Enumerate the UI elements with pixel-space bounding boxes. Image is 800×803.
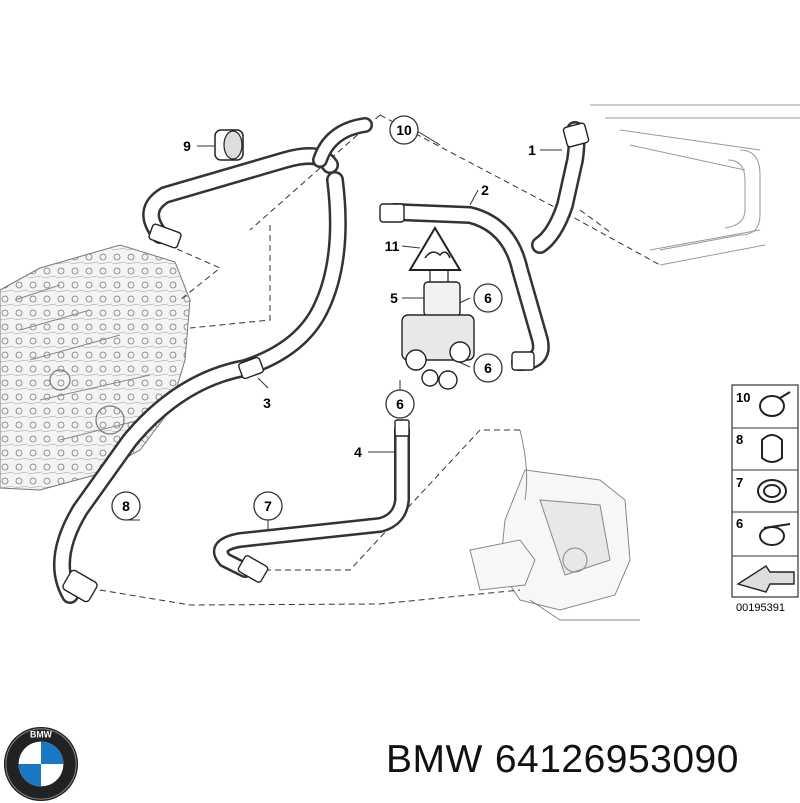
clamp-8-icon <box>761 434 783 463</box>
callout-3: 3 <box>263 395 271 411</box>
callout-6b: 6 <box>473 353 503 383</box>
svg-text:6: 6 <box>736 516 743 531</box>
callout-6a: 6 <box>473 283 503 313</box>
svg-text:3: 3 <box>263 395 271 411</box>
clamp-6-icon <box>759 523 791 546</box>
cap-part-9 <box>214 129 244 161</box>
callout-2: 2 <box>481 182 489 198</box>
part-number: 64126953090 <box>494 738 739 781</box>
svg-text:5: 5 <box>390 290 398 306</box>
callout-10: 10 <box>389 115 419 145</box>
callouts: 10 1 9 2 11 5 6 6 3 6 4 8 7 <box>111 115 536 521</box>
radiator-outline <box>590 104 800 266</box>
brand-name: BMW <box>386 738 483 781</box>
heater-core-outline <box>469 429 640 621</box>
svg-text:7: 7 <box>264 498 272 514</box>
svg-text:11: 11 <box>385 238 400 254</box>
ring-7-icon <box>757 479 787 503</box>
hose-4-7 <box>213 422 410 578</box>
callout-7: 7 <box>253 491 283 521</box>
bmw-logo: BMW <box>3 726 79 802</box>
svg-text:6: 6 <box>396 396 404 412</box>
callout-6c: 6 <box>385 389 415 419</box>
svg-text:6: 6 <box>484 360 492 376</box>
svg-text:6: 6 <box>484 290 492 306</box>
arrow-icon <box>736 565 795 593</box>
svg-text:10: 10 <box>736 390 750 405</box>
svg-text:4: 4 <box>354 444 362 460</box>
callout-9: 9 <box>183 138 191 154</box>
svg-text:2: 2 <box>481 182 489 198</box>
callout-1: 1 <box>528 142 536 158</box>
brand-part-label: BMW 64126953090 <box>386 738 751 782</box>
svg-text:7: 7 <box>736 475 743 490</box>
callout-8: 8 <box>111 491 141 521</box>
svg-text:BMW: BMW <box>30 730 53 740</box>
svg-text:9: 9 <box>183 138 191 154</box>
svg-text:8: 8 <box>736 432 743 447</box>
engine-block-outline <box>0 244 191 491</box>
water-valve <box>401 268 475 390</box>
svg-text:1: 1 <box>528 142 536 158</box>
reference-code: 00195391 <box>736 602 785 614</box>
hose-9 <box>142 117 373 244</box>
hose-clamps <box>62 122 590 603</box>
parts-legend: 10 8 7 6 00195391 <box>731 384 799 614</box>
callout-5: 5 <box>390 290 398 306</box>
callout-11: 11 <box>385 238 400 254</box>
svg-text:10: 10 <box>396 122 412 138</box>
svg-text:8: 8 <box>122 498 130 514</box>
callout-4: 4 <box>354 444 362 460</box>
clamp-10-icon <box>759 391 791 417</box>
warning-label-icon <box>408 226 462 271</box>
